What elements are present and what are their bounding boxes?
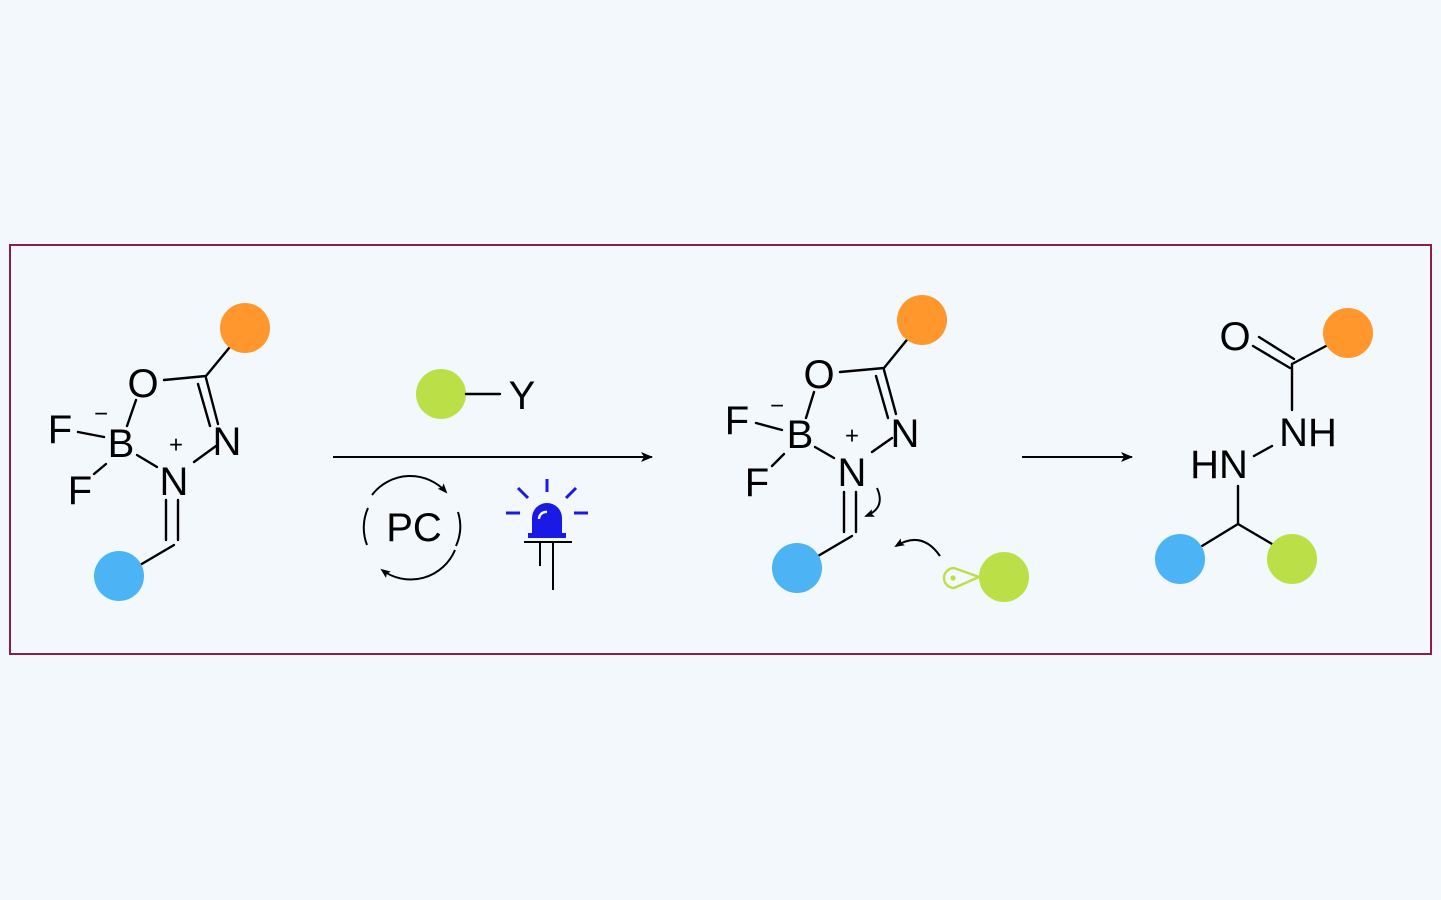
blue-substituent xyxy=(94,551,144,601)
product-structure: O NH HN xyxy=(1155,308,1373,584)
orange-substituent xyxy=(897,295,947,345)
scheme-frame xyxy=(9,244,1432,655)
photocatalyst-label: PC xyxy=(386,506,442,550)
negative-charge: − xyxy=(94,401,108,428)
oxygen-atom: O xyxy=(127,362,158,406)
ring-nitrogen-atom: N xyxy=(213,420,242,464)
fluorine-atom: F xyxy=(745,461,769,505)
green-substituent xyxy=(979,552,1029,602)
orange-substituent xyxy=(220,303,270,353)
green-substituent xyxy=(416,369,466,419)
oxygen-atom: O xyxy=(803,353,834,397)
positive-charge: + xyxy=(169,432,183,459)
amide-nh-group: NH xyxy=(1279,411,1337,455)
blue-light-icon xyxy=(506,479,588,590)
boron-atom: B xyxy=(787,413,814,457)
negative-charge: − xyxy=(770,393,784,420)
ring-nitrogen-atom: N xyxy=(891,412,920,456)
fluorine-atom: F xyxy=(68,469,92,513)
green-substituent xyxy=(1267,534,1317,584)
boron-atom: B xyxy=(108,422,135,466)
imine-nitrogen-atom: N xyxy=(160,460,189,504)
orange-substituent xyxy=(1323,308,1373,358)
reaction-conditions: Y PC xyxy=(333,369,653,590)
reagent-leaving-group: Y xyxy=(509,374,536,418)
imine-nitrogen-atom: N xyxy=(838,451,867,495)
amine-hn-group: HN xyxy=(1190,443,1248,487)
blue-substituent xyxy=(1155,534,1205,584)
intermediate-structure: O B N N F F − + xyxy=(725,295,1029,602)
reactant-structure: O B N N F F − + xyxy=(48,303,270,601)
radical-orbital-icon xyxy=(942,566,983,590)
fluorine-atom: F xyxy=(48,408,72,452)
fluorine-atom: F xyxy=(725,399,749,443)
carbonyl-oxygen-atom: O xyxy=(1219,315,1250,359)
positive-charge: + xyxy=(845,423,859,450)
blue-substituent xyxy=(772,543,822,593)
